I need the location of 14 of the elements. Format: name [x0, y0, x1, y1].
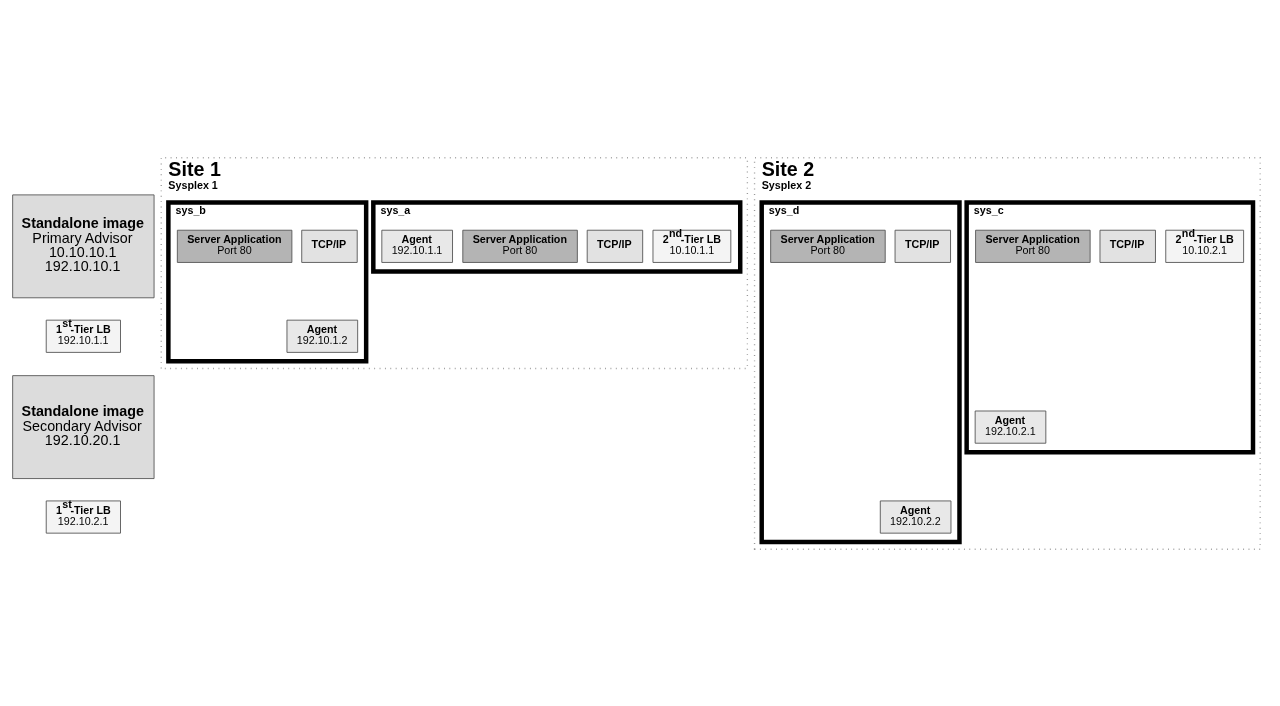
node-box: TCP/IP: [301, 229, 358, 263]
node-box: Server Application Port 80: [975, 229, 1091, 263]
node-box: Agent 192.10.2.2: [879, 500, 952, 534]
node-box: Server Application Port 80: [462, 229, 578, 263]
node-box: TCP/IP: [894, 229, 951, 263]
node-box: Server Application Port 80: [770, 229, 886, 263]
node-box: Agent 192.10.1.1: [381, 229, 453, 263]
node-box: TCP/IP: [1099, 229, 1156, 263]
node-box: TCP/IP: [586, 229, 644, 263]
node-box: Agent 192.10.1.2: [286, 319, 359, 353]
node-box: Standalone image Primary Advisor 10.10.10.1 192.10.10.1: [12, 193, 155, 298]
node-box: Standalone image Secondary Advisor 192.10.20.1: [12, 374, 155, 479]
node-box: Agent 192.10.2.1: [974, 410, 1047, 444]
node-box: Server Application Port 80: [176, 229, 293, 263]
